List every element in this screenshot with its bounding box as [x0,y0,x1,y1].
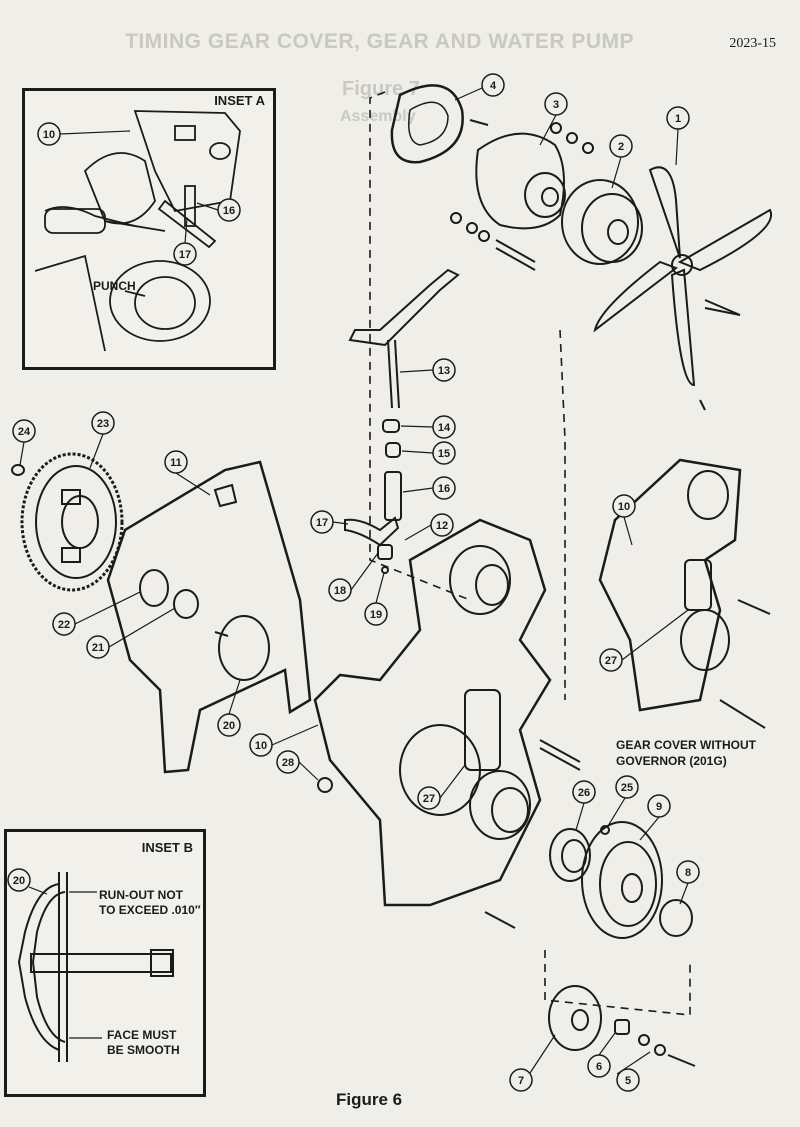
bracket [348,268,460,409]
svg-text:8: 8 [685,867,691,879]
svg-text:2: 2 [618,141,624,153]
hub [548,985,602,1051]
svg-text:6: 6 [596,1061,602,1073]
inset-a-drawing: 10 16 17 [34,110,241,352]
fan [593,166,773,387]
water-pump [469,119,566,271]
key [11,464,25,476]
svg-text:5: 5 [625,1075,631,1087]
svg-text:15: 15 [438,448,450,460]
inset-b-callout-20: 20 [13,875,25,887]
svg-text:23: 23 [97,418,109,430]
svg-text:19: 19 [370,609,382,621]
water-pump-gasket [390,84,464,164]
svg-text:9: 9 [656,801,662,813]
gear-cover [313,518,552,907]
gear-cover-alt [598,458,742,712]
page-number: 2023-15 [729,36,776,51]
water-pump-pulley [561,179,643,265]
svg-text:1: 1 [675,113,681,125]
punch-label: PUNCH [93,279,136,293]
svg-text:7: 7 [518,1075,524,1087]
inset-b-drawing: 20 [7,868,174,1062]
ghost-title: TIMING GEAR COVER, GEAR AND WATER PUMP [125,30,635,53]
svg-text:3: 3 [553,99,559,111]
svg-text:4: 4 [490,80,497,92]
runout-note: RUN-OUT NOT TO EXCEED .010″ [99,888,201,917]
svg-text:25: 25 [621,782,633,794]
svg-text:12: 12 [436,520,448,532]
face-note: FACE MUST BE SMOOTH [107,1028,180,1057]
svg-text:20: 20 [223,720,235,732]
figure-caption: Figure 6 [336,1090,403,1109]
inset-a-callout-10: 10 [43,129,55,141]
svg-text:17: 17 [316,517,328,529]
oil-seal [549,828,591,882]
svg-text:26: 26 [578,787,590,799]
thrust-plate [218,615,270,681]
svg-text:10: 10 [255,740,267,752]
gear-cover-caption: GEAR COVER WITHOUT GOVERNOR (201G) [616,738,756,768]
inset-a: INSET A 10 16 17 PUNCH [22,88,276,370]
svg-text:22: 22 [58,619,70,631]
svg-text:14: 14 [438,422,451,434]
timing-cover-gasket [106,460,312,774]
svg-text:10: 10 [618,501,630,513]
crankshaft-pulley [581,821,663,939]
svg-text:24: 24 [18,426,31,438]
inset-a-callout-17: 17 [179,249,191,261]
inset-b-title: INSET B [141,840,193,855]
svg-text:18: 18 [334,585,346,597]
svg-text:21: 21 [92,642,104,654]
bushing [382,419,400,433]
svg-text:27: 27 [605,655,617,667]
inset-a-title: INSET A [214,93,265,108]
inset-b: INSET B 20 RUN-OUT NOT TO EXCEED .010″ F… [4,829,206,1097]
svg-text:28: 28 [282,757,294,769]
timing-gear [20,452,124,592]
svg-text:16: 16 [438,483,450,495]
inset-a-callout-16: 16 [223,205,235,217]
svg-text:13: 13 [438,365,450,377]
svg-text:11: 11 [170,457,182,469]
svg-text:27: 27 [423,793,435,805]
